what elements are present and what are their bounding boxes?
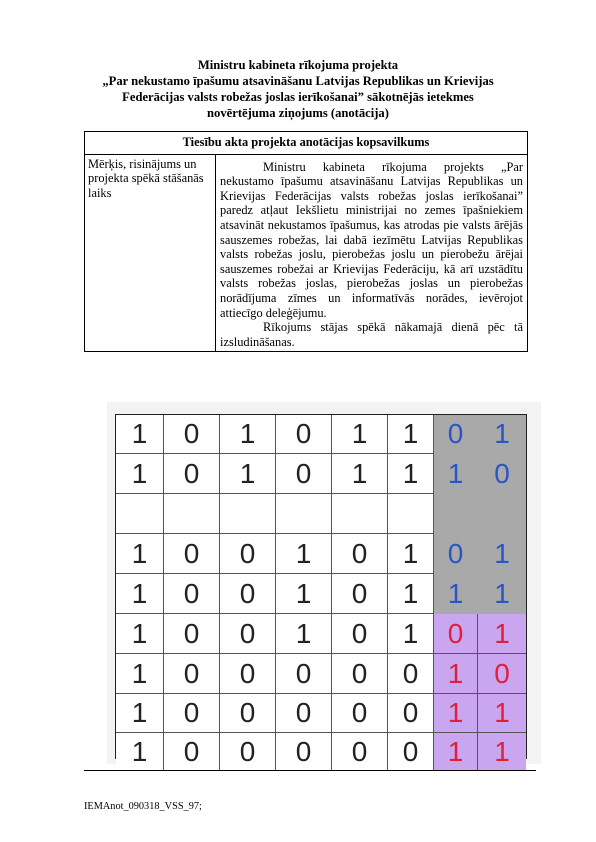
grid-cell: 0: [220, 574, 276, 614]
grid-cell: 0: [220, 534, 276, 574]
grid-cell: 0: [164, 614, 220, 654]
grid-cell: 0: [332, 614, 388, 654]
grid-cell: 1: [332, 454, 388, 494]
summary-header: Tiesību akta projekta anotācijas kopsavi…: [84, 131, 528, 155]
grid-cell: [220, 494, 276, 534]
grid-cell: 0: [478, 454, 526, 494]
grid-cell: 0: [434, 614, 478, 654]
grid-cell: 1: [478, 574, 526, 614]
grid-cell: 1: [276, 534, 332, 574]
grid-cell: 0: [164, 415, 220, 454]
document-title: Ministru kabineta rīkojuma projekta „Par…: [60, 57, 536, 121]
grid-cell: 0: [332, 534, 388, 574]
grid-cell: 0: [332, 654, 388, 694]
grid-cell: 0: [478, 654, 526, 694]
grid-cell: 0: [276, 694, 332, 733]
grid-cell: 0: [276, 415, 332, 454]
grid-cell: 1: [434, 454, 478, 494]
paragraph: Rīkojums stājas spēkā nākamajā dienā pēc…: [220, 320, 523, 349]
grid-cell: 0: [164, 733, 220, 770]
grid-cell: 1: [388, 534, 434, 574]
grid-cell: 0: [164, 534, 220, 574]
grid-cell: 0: [164, 654, 220, 694]
grid-cell: 1: [116, 654, 164, 694]
grid-cell: 0: [434, 415, 478, 454]
grid-cell: 0: [220, 654, 276, 694]
grid-cell: 0: [164, 454, 220, 494]
grid-cell: 1: [116, 574, 164, 614]
title-line: Ministru kabineta rīkojuma projekta: [197, 58, 399, 72]
grid-cell: 1: [116, 415, 164, 454]
grid-cell: [276, 494, 332, 534]
row-content: Ministru kabineta rīkojuma projekts „Par…: [215, 153, 528, 353]
grid-cell: 0: [332, 733, 388, 770]
title-line: „Par nekustamo īpašumu atsavināšanu Latv…: [102, 74, 494, 88]
grid-cell: 0: [276, 654, 332, 694]
grid-cell: 1: [478, 733, 526, 770]
grid-cell: [116, 494, 164, 534]
grid-cell: 1: [116, 694, 164, 733]
grid-cell: 1: [116, 614, 164, 654]
title-line: Federācijas valsts robežas joslas ierīko…: [122, 90, 474, 104]
grid-cell: 1: [276, 614, 332, 654]
grid-cell: 1: [478, 534, 526, 574]
grid-cell: 1: [478, 415, 526, 454]
grid-cell: 1: [116, 534, 164, 574]
grid-cell: 1: [434, 733, 478, 770]
grid-cell: 1: [388, 574, 434, 614]
grid-cell: 0: [164, 694, 220, 733]
grid-cell: 0: [276, 454, 332, 494]
grid-cell: 1: [276, 574, 332, 614]
grid-cell: 1: [332, 415, 388, 454]
grid-cell: [388, 494, 434, 534]
grid-cell: 0: [434, 534, 478, 574]
grid-cell: 1: [388, 415, 434, 454]
grid-cell: 1: [434, 654, 478, 694]
grid-cell: 1: [388, 454, 434, 494]
grid-cell: [478, 494, 526, 534]
summary-body-row: Mērķis, risinājums un projekta spēkā stā…: [84, 153, 528, 353]
grid-cell: 0: [388, 654, 434, 694]
grid-cell: 0: [276, 733, 332, 770]
grid-cell: 1: [116, 454, 164, 494]
title-line: novērtējuma ziņojums (anotācija): [207, 106, 389, 120]
footer-id: IEMAnot_090318_VSS_97;: [84, 801, 202, 812]
grid-cell: [332, 494, 388, 534]
paragraph: Ministru kabineta rīkojuma projekts „Par…: [220, 159, 523, 320]
grid-cell: 0: [164, 574, 220, 614]
grid-cell: 1: [434, 694, 478, 733]
grid-cell: 0: [220, 614, 276, 654]
grid-cell: 1: [116, 733, 164, 770]
grid-cell: 1: [388, 614, 434, 654]
grid-cell: [164, 494, 220, 534]
grid-cell: 1: [220, 415, 276, 454]
grid-cell: 1: [220, 454, 276, 494]
summary-header-row: Tiesību akta projekta anotācijas kopsavi…: [84, 131, 528, 155]
footer-divider: [84, 770, 536, 771]
grid-cell: 0: [332, 694, 388, 733]
grid-cell: 1: [478, 694, 526, 733]
grid-cell: 1: [478, 614, 526, 654]
grid-cell: 0: [220, 733, 276, 770]
grid-cell: 0: [332, 574, 388, 614]
row-label: Mērķis, risinājums un projekta spēkā stā…: [84, 153, 216, 353]
grid-cell: 0: [388, 694, 434, 733]
grid-cell: 1: [434, 574, 478, 614]
grid-cell: [434, 494, 478, 534]
summary-table: Tiesību akta projekta anotācijas kopsavi…: [84, 131, 528, 353]
grid-cell: 0: [388, 733, 434, 770]
grid-cell: 0: [220, 694, 276, 733]
